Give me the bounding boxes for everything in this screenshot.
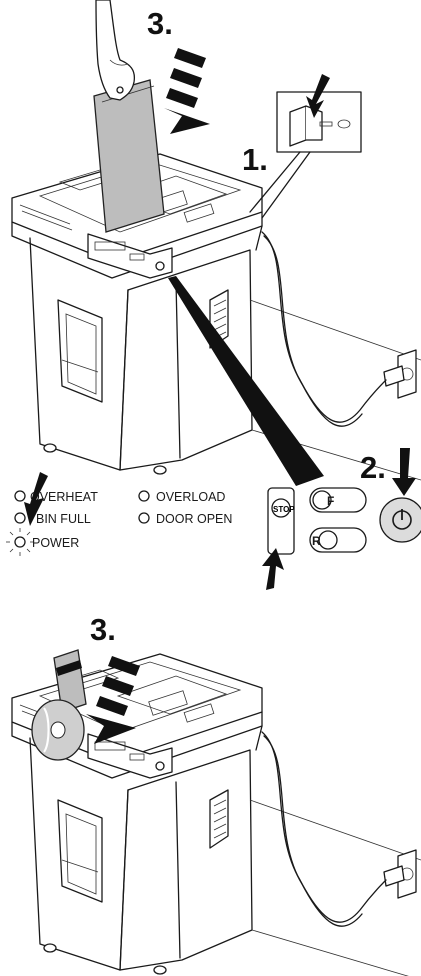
step-1-label: 1.	[242, 142, 268, 177]
shredder-top	[11, 153, 421, 481]
svg-text:OVERHEAT: OVERHEAT	[30, 490, 98, 504]
button-panel: STOP F R	[262, 487, 367, 590]
svg-text:BIN FULL: BIN FULL	[36, 512, 91, 526]
top-illustration: 3. 1.	[11, 0, 421, 481]
indicator-panel: OVERHEAT OVERLOAD BIN FULL DOOR OPEN POW…	[6, 472, 232, 556]
dashed-arrow-top	[164, 48, 210, 134]
stop-arrow-icon	[262, 548, 284, 590]
svg-text:POWER: POWER	[32, 536, 79, 550]
dashed-arrow-bottom	[86, 656, 140, 744]
main-switch-icon	[276, 74, 362, 153]
power-arrow-icon	[392, 448, 416, 496]
indicator-overheat: OVERHEAT	[14, 490, 98, 504]
paper-stack	[93, 79, 165, 233]
indicator-arrow-icon	[24, 472, 48, 526]
indicator-power: POWER	[6, 528, 79, 556]
indicator-bin-full: BIN FULL	[14, 512, 91, 526]
svg-text:R: R	[312, 534, 321, 548]
stop-button[interactable]: STOP	[267, 487, 295, 555]
step-3-label-top: 3.	[147, 6, 173, 41]
indicator-door-open: DOOR OPEN	[138, 512, 232, 526]
power-button[interactable]	[379, 497, 421, 543]
power-icon	[392, 509, 412, 530]
hand-icon	[95, 0, 136, 101]
panel-leader	[168, 276, 324, 486]
reverse-button[interactable]: R	[309, 527, 367, 553]
forward-button[interactable]: F	[309, 487, 367, 513]
indicator-overload: OVERLOAD	[138, 490, 225, 504]
credit-card-icon	[53, 649, 87, 713]
bottom-illustration: 3.	[11, 612, 421, 976]
step-2-label: 2.	[360, 450, 386, 485]
cd-disc-icon	[31, 699, 85, 761]
svg-text:F: F	[327, 494, 334, 508]
svg-text:DOOR OPEN: DOOR OPEN	[156, 512, 232, 526]
step-3-label-bottom: 3.	[90, 612, 116, 647]
svg-text:OVERLOAD: OVERLOAD	[156, 490, 225, 504]
svg-text:STOP: STOP	[273, 505, 295, 514]
